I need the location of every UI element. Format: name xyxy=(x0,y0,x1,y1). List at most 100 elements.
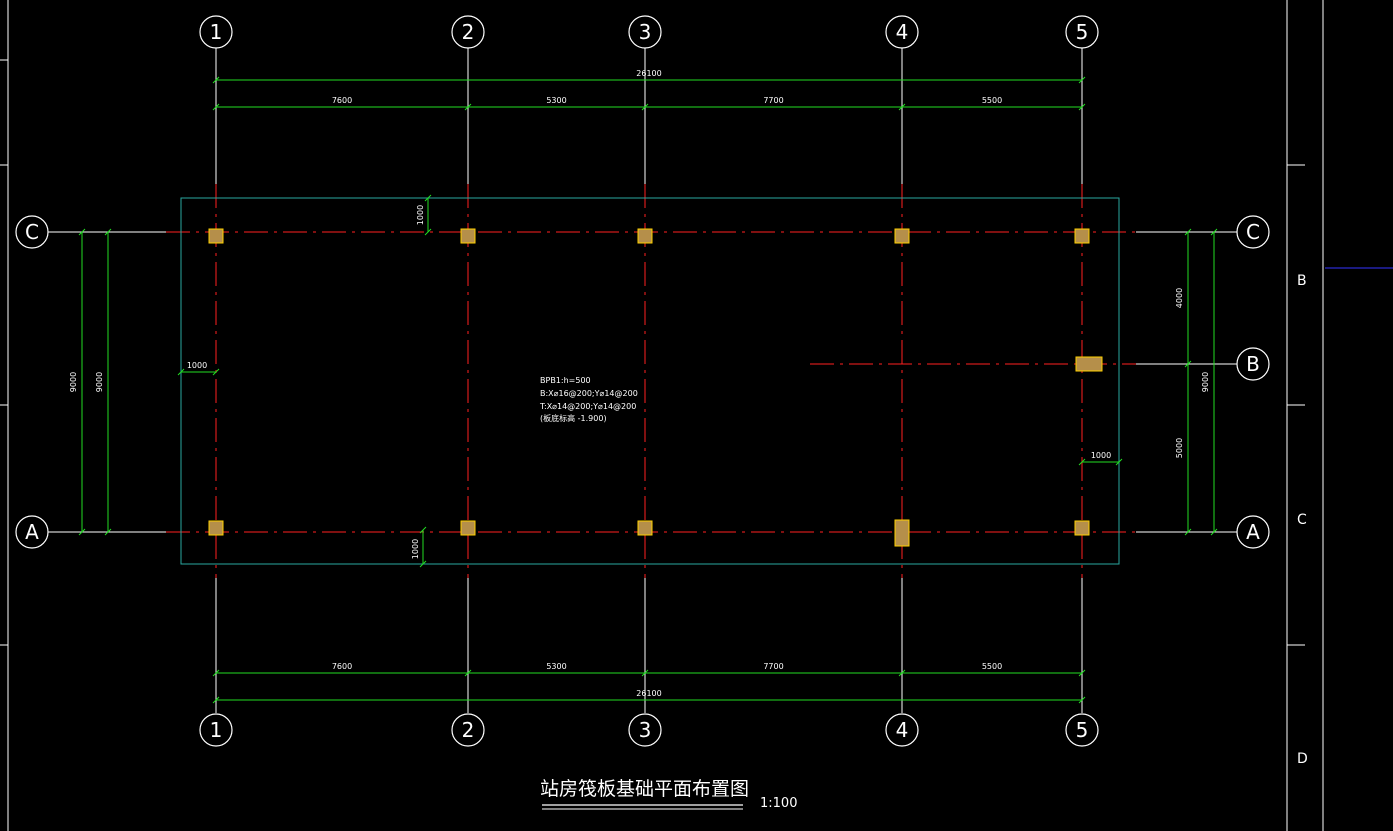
axis-bubble-2-bottom xyxy=(451,713,485,747)
dim-tick xyxy=(898,103,906,111)
dim-tick xyxy=(1184,360,1192,368)
dim-tick xyxy=(212,669,220,677)
columns xyxy=(208,228,1103,547)
dim-tick xyxy=(1078,458,1086,466)
note-line-3: T:X⌀14@200;Y⌀14@200 xyxy=(539,402,636,411)
axis-bubble-5-bottom xyxy=(1065,713,1099,747)
dim-offset-left: 1000 xyxy=(187,361,207,370)
dim-tick xyxy=(212,76,220,84)
column-C-1 xyxy=(208,228,224,244)
frame-zone-c: C xyxy=(1297,512,1307,528)
dim-tick xyxy=(104,528,112,536)
dim-tick xyxy=(78,528,86,536)
dim-bottom-segment: 7600 xyxy=(332,662,352,671)
axis-bubble-1-bottom-label: 1 xyxy=(210,718,223,742)
axis-bubble-1-top-label: 1 xyxy=(210,20,223,44)
axis-bubble-4-bottom xyxy=(885,713,919,747)
column-A-1 xyxy=(208,520,224,536)
dim-top-segment: 5300 xyxy=(546,96,566,105)
dim-left-outer: 9000 xyxy=(69,372,78,392)
dim-right-upper: 4000 xyxy=(1175,288,1184,308)
dim-tick xyxy=(1115,458,1123,466)
column-C-5 xyxy=(1074,228,1090,244)
axis-bubble-C-left-label: C xyxy=(25,220,39,244)
frame-zone-labels: B C D xyxy=(1297,273,1308,767)
dim-offset-top: 1000 xyxy=(416,205,425,225)
axis-bubble-3-top xyxy=(628,15,662,49)
dim-right-lower: 5000 xyxy=(1175,438,1184,458)
axis-bubble-3-bottom-label: 3 xyxy=(639,718,652,742)
axis-lines xyxy=(48,48,1237,713)
axis-bubble-A-right xyxy=(1236,515,1270,549)
column-A-5 xyxy=(1074,520,1090,536)
dim-bottom-segment: 7700 xyxy=(763,662,783,671)
dim-tick xyxy=(1210,528,1218,536)
dim-tick xyxy=(1078,669,1086,677)
dim-tick xyxy=(1184,528,1192,536)
axis-bubble-5-top-label: 5 xyxy=(1076,20,1089,44)
frame-zone-d: D xyxy=(1297,751,1308,767)
drawing-title-block: 站房筏板基础平面布置图 1:100 xyxy=(540,778,797,811)
axis-bubble-C-right-label: C xyxy=(1246,220,1260,244)
axis-bubble-3-bottom xyxy=(628,713,662,747)
column-C-2 xyxy=(460,228,476,244)
dim-tick xyxy=(1078,103,1086,111)
dim-top-total: 26100 xyxy=(636,69,661,78)
frame-zone-b: B xyxy=(1297,273,1307,289)
drawing-title: 站房筏板基础平面布置图 xyxy=(540,778,749,800)
dim-bottom-segment: 5500 xyxy=(982,662,1002,671)
dim-offset-right: 1000 xyxy=(1091,451,1111,460)
dim-top-segment: 7600 xyxy=(332,96,352,105)
dim-tick xyxy=(78,228,86,236)
dim-tick xyxy=(212,696,220,704)
dim-top-segment: 7700 xyxy=(763,96,783,105)
axis-bubble-1-top xyxy=(199,15,233,49)
axis-bubble-4-top xyxy=(885,15,919,49)
dim-tick xyxy=(424,194,432,202)
axis-bubble-C-left xyxy=(15,215,49,249)
axis-bubble-A-right-label: A xyxy=(1246,520,1260,544)
raft-slab-outline[interactable] xyxy=(180,197,1120,565)
column-C-3 xyxy=(637,228,653,244)
dim-tick xyxy=(641,669,649,677)
column-C-4 xyxy=(894,228,910,244)
dim-right-total: 9000 xyxy=(1201,372,1210,392)
axis-bubble-A-left xyxy=(15,515,49,549)
dim-tick xyxy=(1078,696,1086,704)
axis-bubble-5-top xyxy=(1065,15,1099,49)
dim-tick xyxy=(898,669,906,677)
dim-tick xyxy=(419,526,427,534)
dim-top-segment: 5500 xyxy=(982,96,1002,105)
note-line-1: BPB1:h=500 xyxy=(540,376,591,385)
dim-tick xyxy=(1184,228,1192,236)
axis-bubble-1-bottom xyxy=(199,713,233,747)
axis-bubble-A-left-label: A xyxy=(25,520,39,544)
dim-tick xyxy=(212,103,220,111)
column-A-2 xyxy=(460,520,476,536)
axis-bubble-B-right xyxy=(1236,347,1270,381)
dim-offset-bottom: 1000 xyxy=(411,539,420,559)
axis-bubble-5-bottom-label: 5 xyxy=(1076,718,1089,742)
dim-tick xyxy=(641,103,649,111)
axis-bubble-B-right-label: B xyxy=(1246,352,1260,376)
axis-bubble-3-top-label: 3 xyxy=(639,20,652,44)
dim-tick xyxy=(1210,228,1218,236)
dim-bottom-segment: 5300 xyxy=(546,662,566,671)
dim-tick xyxy=(1078,76,1086,84)
dim-left-inner: 9000 xyxy=(95,372,104,392)
axis-bubble-2-top-label: 2 xyxy=(462,20,475,44)
column-A-3 xyxy=(637,520,653,536)
dim-tick xyxy=(424,228,432,236)
dim-tick xyxy=(419,560,427,568)
dim-tick xyxy=(177,368,185,376)
axis-bubble-4-bottom-label: 4 xyxy=(896,718,909,742)
slab-annotation[interactable]: BPB1:h=500 B:X⌀16@200;Y⌀14@200 T:X⌀14@20… xyxy=(539,376,638,423)
dim-tick xyxy=(104,228,112,236)
axis-bubble-2-bottom-label: 2 xyxy=(462,718,475,742)
column-B-5 xyxy=(1075,356,1103,372)
axis-bubble-4-top-label: 4 xyxy=(896,20,909,44)
